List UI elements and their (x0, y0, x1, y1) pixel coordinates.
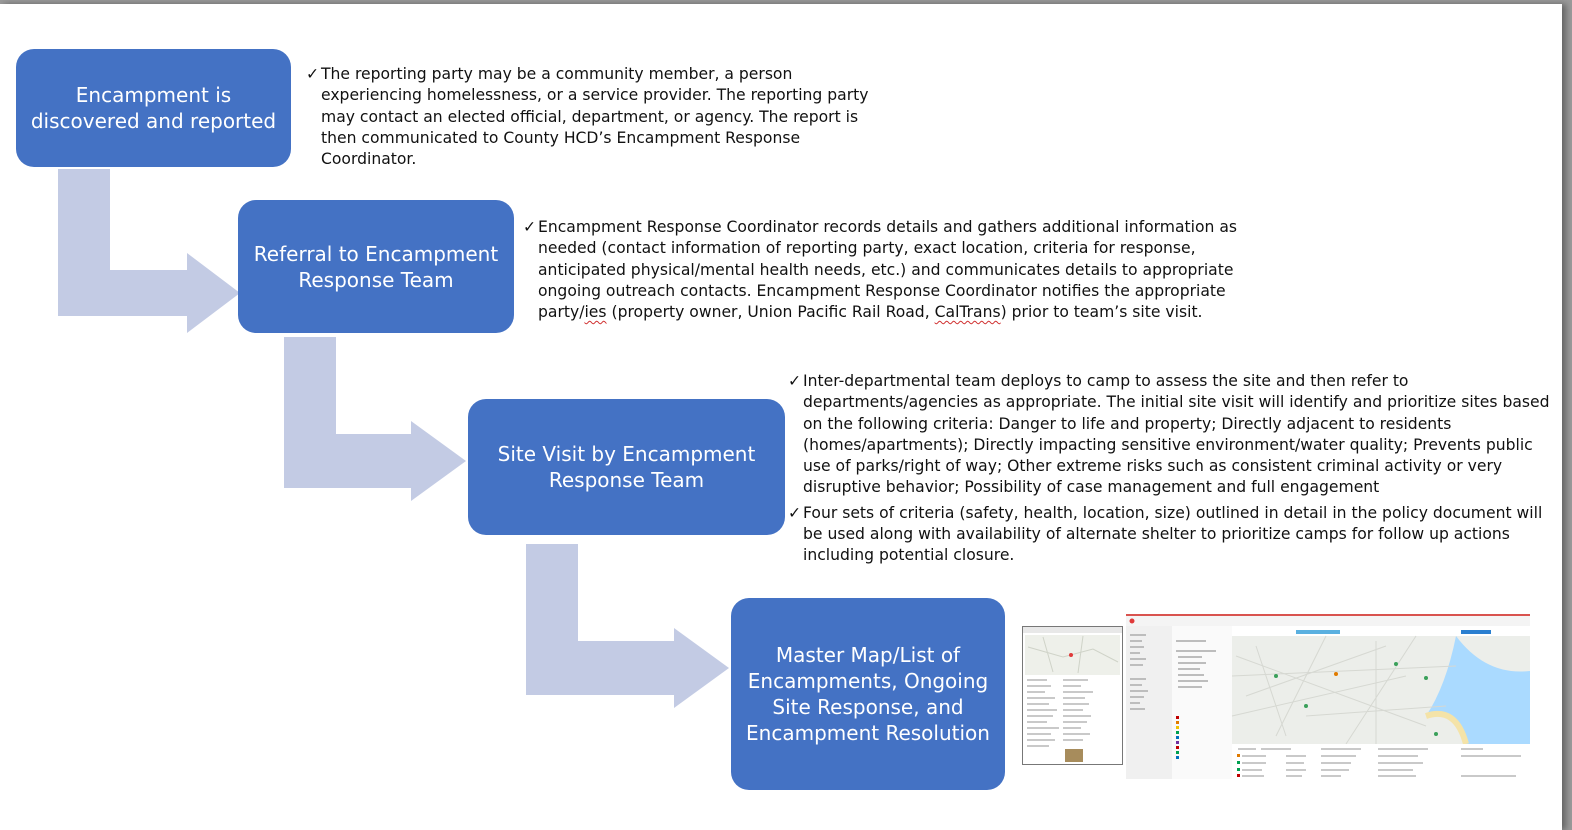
slide: Encampment is discovered and reported Re… (0, 4, 1562, 830)
spellcheck-word: CalTrans (934, 303, 1001, 322)
note-line: then communicated to County HCD’s Encamp… (321, 128, 801, 147)
note-line: Four sets of criteria (safety, health, l… (803, 503, 1543, 522)
note-line: ongoing outreach contacts. Encampment Re… (538, 281, 1226, 300)
check-icon: ✓ (523, 218, 537, 236)
note-line: (homes/apartments); Directly impacting s… (803, 435, 1533, 454)
note-line: Coordinator. (321, 150, 417, 169)
note-line: use of parks/right of way; Other extreme… (803, 457, 1503, 476)
note-text: (property owner, Union Pacific Rail Road… (606, 303, 935, 322)
note-line: departments/agencies as appropriate. The… (803, 393, 1550, 412)
check-icon: ✓ (788, 503, 802, 522)
note-line: Inter-departmental team deploys to camp … (803, 372, 1409, 390)
note-line: The reporting party may be a community m… (321, 65, 793, 83)
note-line: party/ies (property owner, Union Pacific… (538, 302, 1283, 323)
arrow-1 (58, 169, 240, 333)
desktop-app-image (1126, 616, 1530, 779)
check-icon: ✓ (788, 372, 802, 390)
note-line: including potential closure. (803, 546, 1015, 565)
note-line: may contact an elected official, departm… (321, 107, 859, 126)
mobile-app-image (1023, 627, 1122, 762)
step-box-site-visit: Site Visit by Encampment Response Team (468, 399, 785, 535)
step-box-reported: Encampment is discovered and reported (16, 49, 291, 167)
mobile-app-screenshot (1022, 626, 1123, 765)
note-text: party/ (538, 303, 585, 322)
note-line: on the following criteria: Danger to lif… (803, 414, 1452, 433)
note-line: disruptive behavior; Possibility of case… (803, 478, 1380, 497)
check-icon: ✓ (306, 65, 320, 83)
step-box-referral: Referral to Encampment Response Team (238, 200, 514, 333)
note-line: experiencing homelessness, or a service … (321, 86, 869, 105)
note-text: ) prior to team’s site visit. (1000, 303, 1203, 322)
flow-arrows (58, 169, 729, 708)
note-step1: ✓ The reporting party may be a community… (306, 64, 926, 170)
note-line: Encampment Response Coordinator records … (538, 218, 1238, 236)
spellcheck-word: ies (584, 303, 607, 322)
step-box-master-map: Master Map/List of Encampments, Ongoing … (731, 598, 1005, 790)
note-line: needed (contact information of reporting… (538, 239, 1196, 258)
note-line: anticipated physical/mental health needs… (538, 260, 1234, 279)
note-line: be used along with availability of alter… (803, 525, 1510, 544)
note-step2: ✓ Encampment Response Coordinator record… (523, 217, 1283, 323)
note-step3: ✓ Inter-departmental team deploys to cam… (788, 371, 1562, 567)
desktop-app-screenshot (1126, 614, 1530, 779)
arrow-2 (284, 337, 466, 501)
arrow-3 (526, 544, 729, 708)
